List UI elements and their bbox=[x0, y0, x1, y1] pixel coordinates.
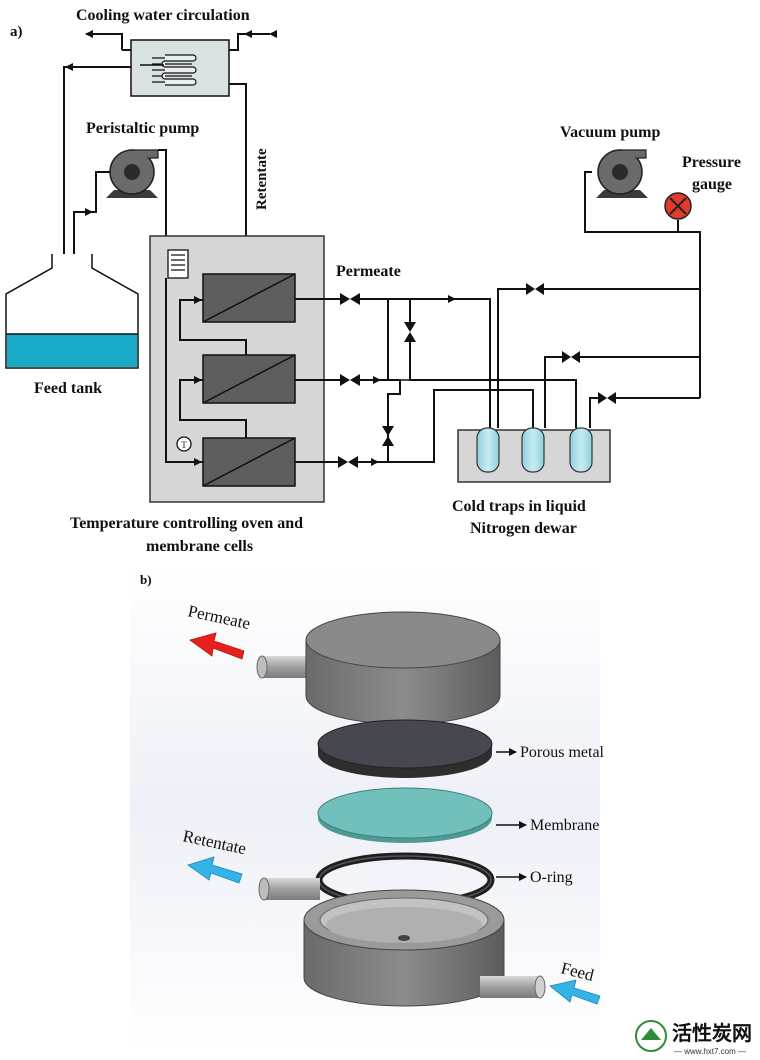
cold-trap-dewar bbox=[457, 427, 611, 483]
oven-label-2: membrane cells bbox=[146, 538, 253, 555]
feed-tank bbox=[5, 254, 139, 369]
membrane-label: Membrane bbox=[530, 817, 599, 834]
feed-tank-label: Feed tank bbox=[34, 380, 102, 397]
oven-label-1: Temperature controlling oven and bbox=[70, 515, 303, 532]
panel-a: a) Cooling water circulation Retentate P… bbox=[5, 7, 741, 555]
peristaltic-pump-label: Peristaltic pump bbox=[86, 120, 199, 137]
retentate-arrow-icon bbox=[187, 856, 243, 884]
panel-a-label: a) bbox=[10, 24, 23, 40]
o-ring-label: O-ring bbox=[530, 869, 573, 886]
heat-exchanger bbox=[130, 39, 230, 97]
porous-metal-label: Porous metal bbox=[520, 744, 605, 761]
thermocouple-symbol: T bbox=[181, 440, 187, 450]
cold-trap-label-2: Nitrogen dewar bbox=[470, 520, 577, 537]
pressure-gauge-label-2: gauge bbox=[692, 176, 732, 193]
watermark-text: 活性炭网 bbox=[672, 1021, 752, 1045]
porous-metal-disc bbox=[317, 719, 493, 778]
valves bbox=[338, 283, 616, 468]
top-cap bbox=[256, 611, 501, 725]
bottom-body bbox=[258, 877, 546, 1007]
pressure-gauge-icon bbox=[664, 192, 692, 220]
cooling-water-label: Cooling water circulation bbox=[76, 7, 250, 24]
watermark: 活性炭网 — www.hxt7.com — bbox=[635, 1020, 752, 1056]
vacuum-pump-icon bbox=[596, 149, 648, 198]
permeate-label-a: Permeate bbox=[336, 263, 401, 280]
panel-b: b) bbox=[130, 565, 605, 1052]
retentate-label-a: Retentate bbox=[254, 148, 270, 210]
permeate-arrow-icon bbox=[189, 632, 245, 660]
pressure-gauge-label-1: Pressure bbox=[682, 154, 741, 171]
membrane-disc bbox=[317, 787, 493, 843]
feed-arrow-icon bbox=[549, 979, 601, 1005]
membrane-cells bbox=[202, 273, 296, 487]
vacuum-pump-label: Vacuum pump bbox=[560, 124, 660, 141]
thermocouple-icon: T bbox=[176, 436, 192, 452]
panel-b-label: b) bbox=[140, 572, 152, 587]
preheater-coil-icon bbox=[167, 249, 189, 279]
watermark-url: — www.hxt7.com — bbox=[674, 1047, 746, 1056]
peristaltic-pump-icon bbox=[106, 149, 159, 198]
cold-trap-label-1: Cold traps in liquid bbox=[452, 498, 586, 515]
